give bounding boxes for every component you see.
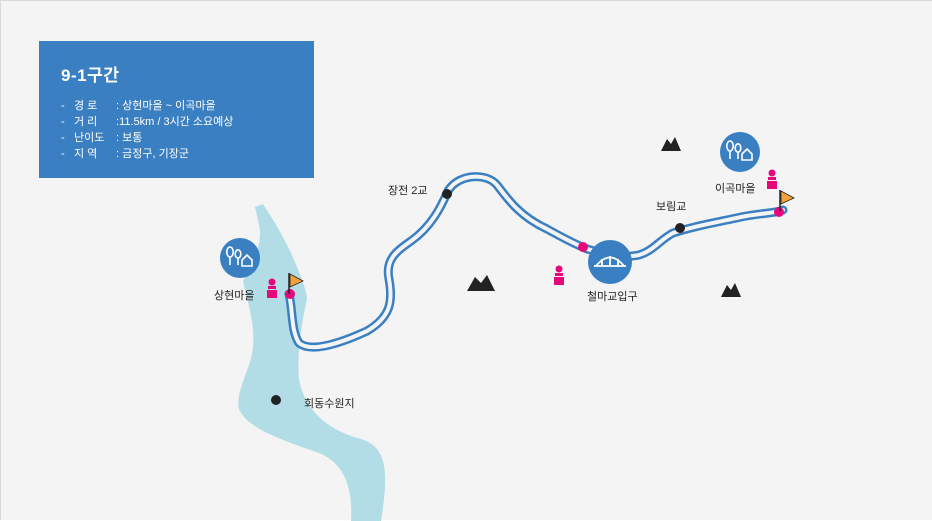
mountain-icon xyxy=(721,283,741,297)
start-flag-icon xyxy=(288,273,304,294)
route-info-panel: 9-1구간 -경 로: 상현마을 ~ 이곡마을 -거 리:11.5km / 3시… xyxy=(39,41,314,178)
label-borim-bridge: 보림교 xyxy=(656,201,687,213)
person-pin-icon xyxy=(554,265,564,285)
end-point-dot xyxy=(774,207,784,217)
label-reservoir: 회동수원지 xyxy=(304,398,355,410)
village-icon xyxy=(720,132,760,172)
waypoint-borim-dot xyxy=(675,223,685,233)
info-row-region: -지 역: 금정구, 기장군 xyxy=(61,148,189,160)
waypoint-bridge2-dot xyxy=(442,189,452,199)
info-row-distance: -거 리:11.5km / 3시간 소요예상 xyxy=(61,116,234,128)
end-flag-icon xyxy=(779,190,795,211)
person-pin-icon xyxy=(267,278,277,298)
entrance-point-dot xyxy=(578,242,588,252)
village-icon xyxy=(220,238,260,278)
label-jangjeon-bridge: 장전 2교 xyxy=(388,185,428,197)
person-pin-icon xyxy=(767,169,777,189)
mountain-icon xyxy=(467,275,495,291)
label-start-village: 상현마을 xyxy=(214,290,255,302)
label-end-village: 이곡마을 xyxy=(715,183,756,195)
hiking-route xyxy=(284,172,788,352)
info-row-route: -경 로: 상현마을 ~ 이곡마을 xyxy=(61,100,216,112)
waypoint-reservoir-dot xyxy=(271,395,281,405)
info-row-difficulty: -난이도: 보통 xyxy=(61,132,143,144)
bridge-icon xyxy=(588,240,632,284)
reservoir-water xyxy=(238,204,386,521)
label-cheolma-entrance: 철마교입구 xyxy=(587,291,638,303)
start-point-dot xyxy=(285,289,295,299)
section-title: 9-1구간 xyxy=(61,66,120,85)
route-info-list: -경 로: 상현마을 ~ 이곡마을 -거 리:11.5km / 3시간 소요예상… xyxy=(61,98,314,162)
mountain-icon xyxy=(661,137,681,151)
